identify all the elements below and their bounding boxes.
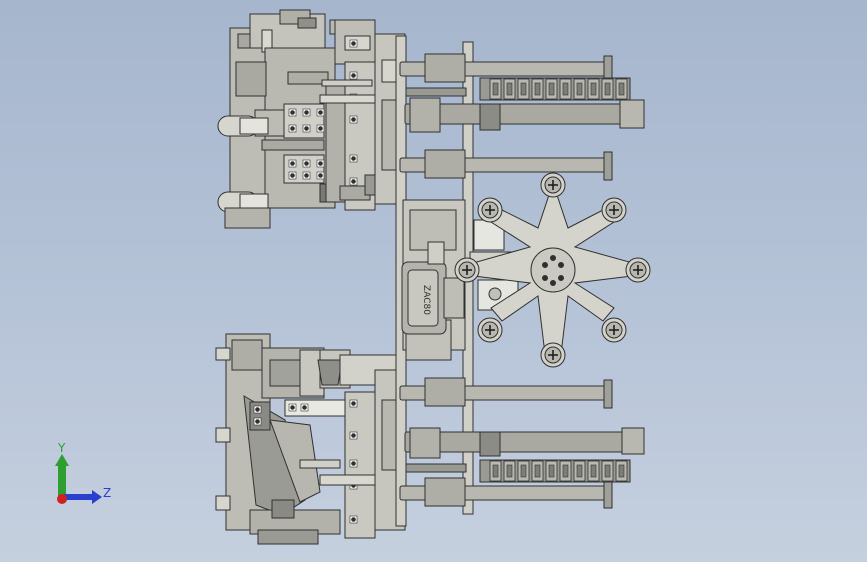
screw-icon <box>625 257 651 283</box>
y-axis-arrow-icon <box>58 464 66 496</box>
axis-triad: Y Z <box>55 441 111 504</box>
screw-icon <box>601 197 627 223</box>
screw-icon <box>477 317 503 343</box>
upper-gripper <box>217 9 406 229</box>
screw-icon <box>540 342 566 368</box>
guide-rods <box>399 53 645 509</box>
screw-icon <box>540 172 566 198</box>
screw-icon <box>477 197 503 223</box>
screw-icon <box>454 257 480 283</box>
z-axis-label: Z <box>103 486 111 500</box>
lower-gripper <box>215 333 406 545</box>
y-axis-label: Y <box>57 441 66 455</box>
z-axis-arrow-icon <box>64 494 94 500</box>
cable-chain-lower <box>479 459 631 483</box>
x-axis-origin-icon <box>57 494 67 504</box>
cable-chain-upper <box>479 77 631 101</box>
screw-icon <box>601 317 627 343</box>
star-wheel <box>465 181 641 355</box>
model-label: ZAC80 <box>421 285 431 315</box>
